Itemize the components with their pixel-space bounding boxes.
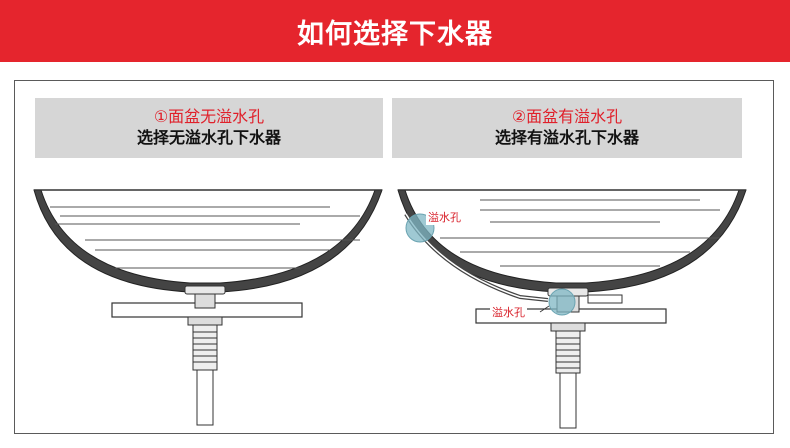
panel-label-with-overflow: ②面盆有溢水孔 选择有溢水孔下水器 <box>392 98 742 158</box>
drain-cap-left <box>184 285 226 295</box>
basin-right <box>397 189 747 429</box>
basin-right-shell <box>397 189 747 293</box>
drain-nut-left <box>187 316 223 326</box>
overflow-hole-label-top: 溢水孔 <box>426 211 463 225</box>
drain-thread-right <box>555 330 581 374</box>
basin-left <box>33 189 383 426</box>
panel-number-title: ②面盆有溢水孔 <box>511 107 623 126</box>
overflow-port <box>587 294 623 304</box>
drain-pipe-right <box>559 372 577 429</box>
page-title: 如何选择下水器 <box>297 18 493 50</box>
basin-left-shell <box>33 189 383 293</box>
panel-label-no-overflow: ①面盆无溢水孔 选择无溢水孔下水器 <box>35 98 383 158</box>
panel-subtitle: 选择有溢水孔下水器 <box>494 128 639 147</box>
drain-thread-left <box>192 324 218 371</box>
drain-body-left <box>194 293 216 309</box>
header-banner: 如何选择下水器 <box>0 0 790 62</box>
drain-pipe-left <box>196 369 214 426</box>
drain-nut-right <box>550 322 586 332</box>
water-lines-left <box>50 206 360 269</box>
panel-number-title: ①面盆无溢水孔 <box>153 107 265 126</box>
water-lines-right <box>440 199 720 267</box>
overflow-hole-highlight-bottom <box>548 288 576 316</box>
overflow-hole-label-bottom: 溢水孔 <box>490 306 527 320</box>
panel-subtitle: 选择无溢水孔下水器 <box>136 128 281 147</box>
